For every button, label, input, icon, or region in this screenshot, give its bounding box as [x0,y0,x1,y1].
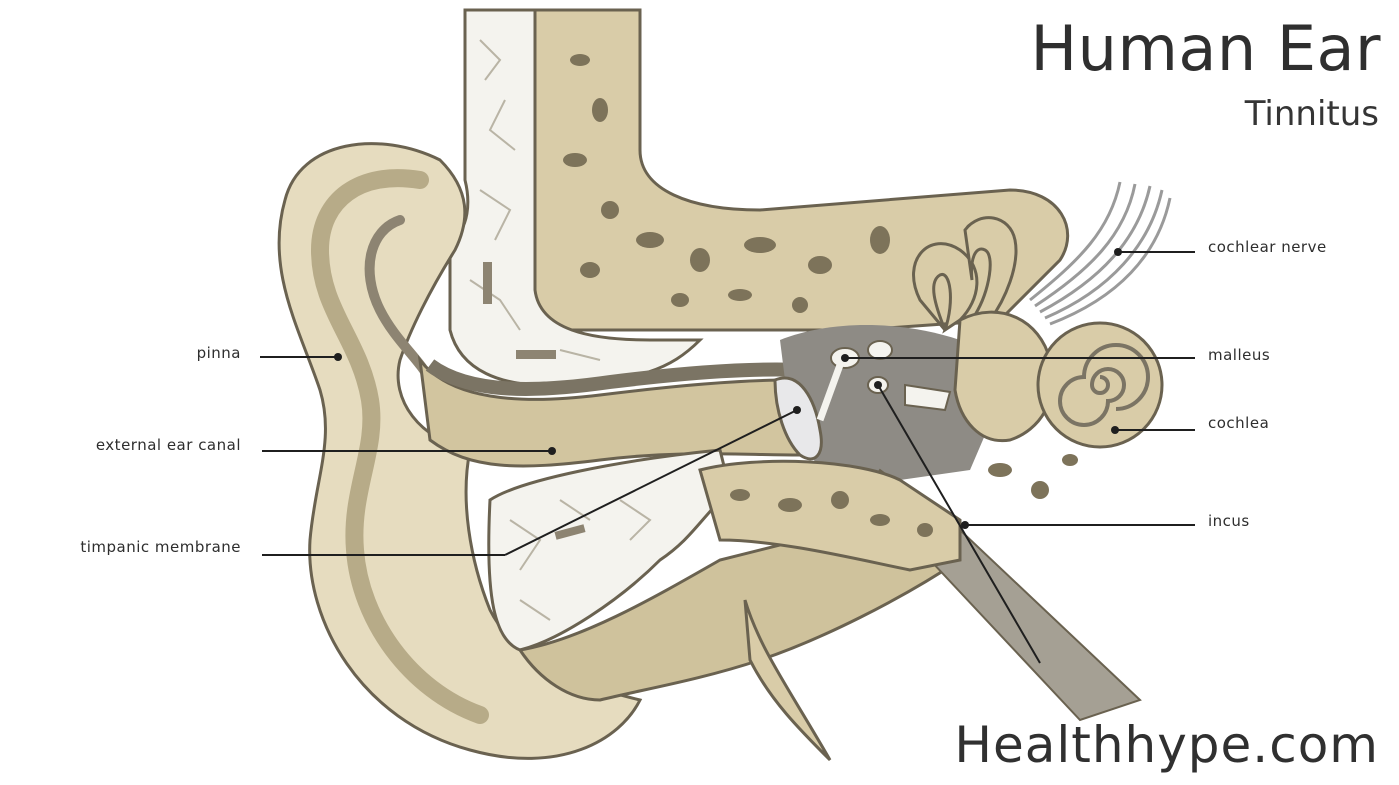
diagram-subtitle: Tinnitus [1245,94,1379,134]
cochlea-shape [1038,323,1162,447]
diagram-title: Human Ear [1031,12,1381,85]
label-malleus: malleus [1208,346,1270,364]
label-incus: incus [1208,512,1250,530]
label-external-ear-canal: external ear canal [96,436,241,454]
mastoid-slot [483,262,492,304]
temporal-bone [520,10,1068,330]
mastoid-slot [516,350,556,359]
label-cochlear-nerve: cochlear nerve [1208,238,1327,256]
label-cochlea: cochlea [1208,414,1269,432]
label-tympanic-membrane: timpanic membrane [80,538,241,556]
petrous-bar [700,461,960,570]
label-pinna: pinna [197,344,241,362]
site-watermark: Healthhype.com [954,716,1379,774]
cochlea-base-texture [988,454,1078,499]
